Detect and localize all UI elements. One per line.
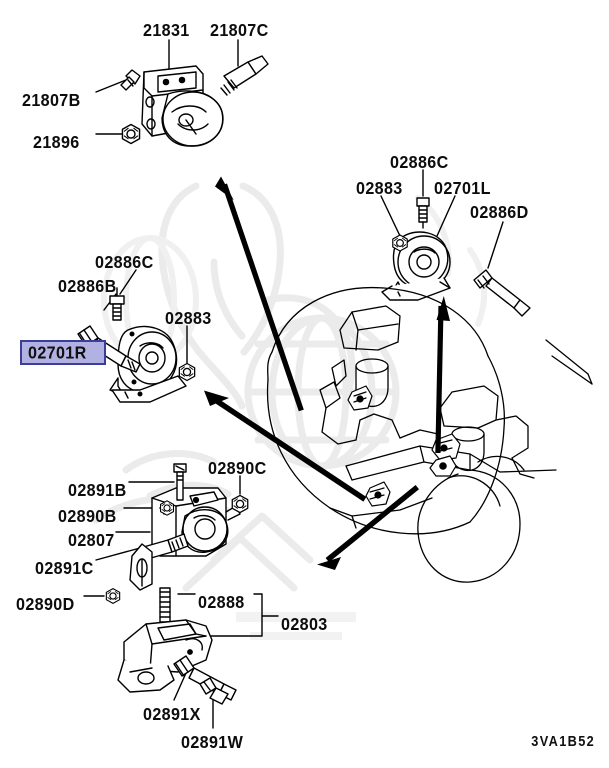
part-label-02890C: 02890C <box>208 458 267 478</box>
part-label-21896: 21896 <box>33 132 80 152</box>
part-label-02803: 02803 <box>281 614 328 634</box>
part-label-02891B: 02891B <box>68 480 127 500</box>
part-label-02807: 02807 <box>68 530 115 550</box>
part-label-21807C: 21807C <box>210 20 269 40</box>
figure-code: 3VA1B52 <box>531 733 595 750</box>
part-label-02890D: 02890D <box>16 594 75 614</box>
part-label-02891C: 02891C <box>35 558 94 578</box>
part-label-02890B: 02890B <box>58 506 117 526</box>
part-label-02886C-right: 02886C <box>390 152 449 172</box>
part-label-02891W: 02891W <box>181 732 244 752</box>
callout-arrows <box>204 176 450 570</box>
highlighted-part-label: 02701R <box>28 341 87 362</box>
part-label-02886C-left: 02886C <box>95 252 154 272</box>
part-label-02886B: 02886B <box>58 276 117 296</box>
part-label-02891X: 02891X <box>143 704 201 724</box>
part-label-21807B: 21807B <box>22 90 81 110</box>
part-label-21831: 21831 <box>143 20 190 40</box>
part-label-02883-left: 02883 <box>165 308 212 328</box>
part-label-02701L: 02701L <box>434 178 491 198</box>
part-label-02886D: 02886D <box>470 202 529 222</box>
part-label-02888: 02888 <box>198 592 245 612</box>
highlighted-part-02701R[interactable]: 02701R <box>20 340 106 365</box>
part-label-02883-right: 02883 <box>356 178 403 198</box>
